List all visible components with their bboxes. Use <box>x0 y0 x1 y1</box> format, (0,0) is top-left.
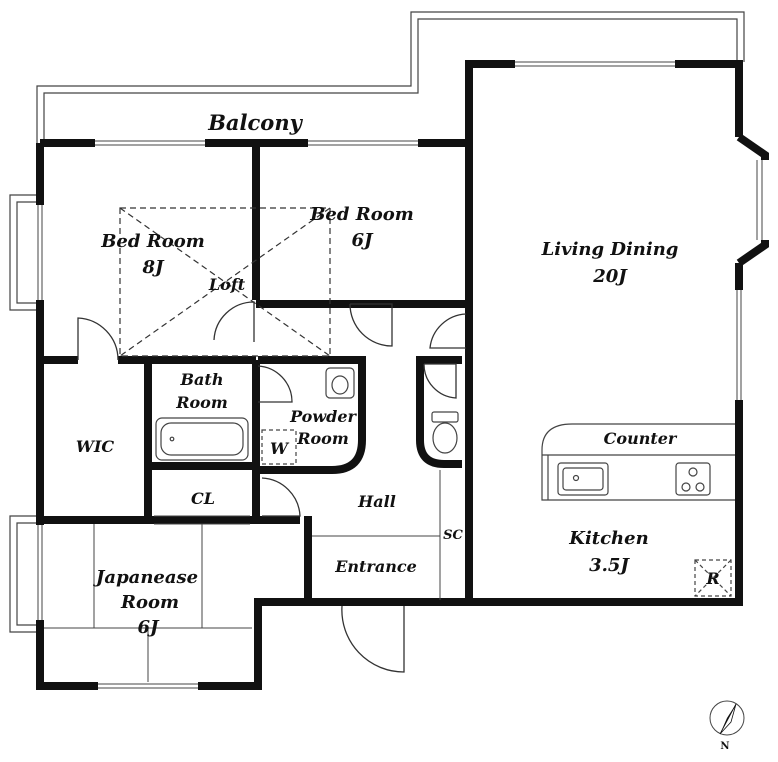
kitchen-name: Kitchen <box>568 528 648 549</box>
windows <box>36 60 769 690</box>
door-bedroom1 <box>77 317 119 361</box>
bay-window-left <box>9 194 40 311</box>
bath-label-line2: Room <box>175 393 228 412</box>
balcony-label: Balcony <box>207 110 303 135</box>
powder-label-line2: Room <box>296 429 349 448</box>
door-hall <box>261 477 301 517</box>
bay-window-japanese <box>9 515 40 633</box>
hall-label: Hall <box>357 492 396 511</box>
door-loft <box>213 301 255 342</box>
living-name: Living Dining <box>541 239 679 260</box>
living-size: 20J <box>592 266 628 287</box>
sink-icon <box>325 367 355 399</box>
powder-room-wall <box>258 356 462 474</box>
door-bath <box>257 365 293 403</box>
bathtub <box>155 417 249 461</box>
entrance-label: Entrance <box>334 557 417 576</box>
counter-label: Counter <box>604 429 678 448</box>
bedroom1-name: Bed Room <box>100 231 205 252</box>
kitchen-counter <box>541 423 735 501</box>
balcony-railing <box>36 11 745 143</box>
door-entrance <box>341 605 405 673</box>
thin-lines <box>44 470 441 682</box>
shoe-cabinet-label: SC <box>443 528 463 543</box>
bedroom2-name: Bed Room <box>309 204 414 225</box>
compass-label: N <box>720 741 729 752</box>
japanese-label-line1: Japanease <box>93 567 198 588</box>
loft-outline <box>119 207 331 357</box>
powder-label-line1: Powder <box>289 407 357 426</box>
doors <box>77 301 467 673</box>
door-powder-sc <box>423 363 457 399</box>
toilet-icon <box>431 411 459 454</box>
bath-label-line1: Bath <box>180 370 224 389</box>
loft-label: Loft <box>208 275 246 294</box>
washer-label: W <box>270 439 290 458</box>
door-bedroom2 <box>349 303 393 347</box>
wic-label: WIC <box>76 437 114 456</box>
door-living <box>429 313 467 349</box>
kitchen-size: 3.5J <box>589 555 630 576</box>
compass-icon <box>709 700 745 736</box>
japanese-label-line2: Room <box>120 592 179 613</box>
japanese-size: 6J <box>137 617 160 638</box>
bedroom1-size: 8J <box>141 257 165 278</box>
fridge-space <box>694 559 732 597</box>
fridge-label: R <box>705 569 719 588</box>
washer-space <box>261 429 297 465</box>
bedroom2-size: 6J <box>351 230 374 251</box>
closet-label: CL <box>191 489 215 508</box>
